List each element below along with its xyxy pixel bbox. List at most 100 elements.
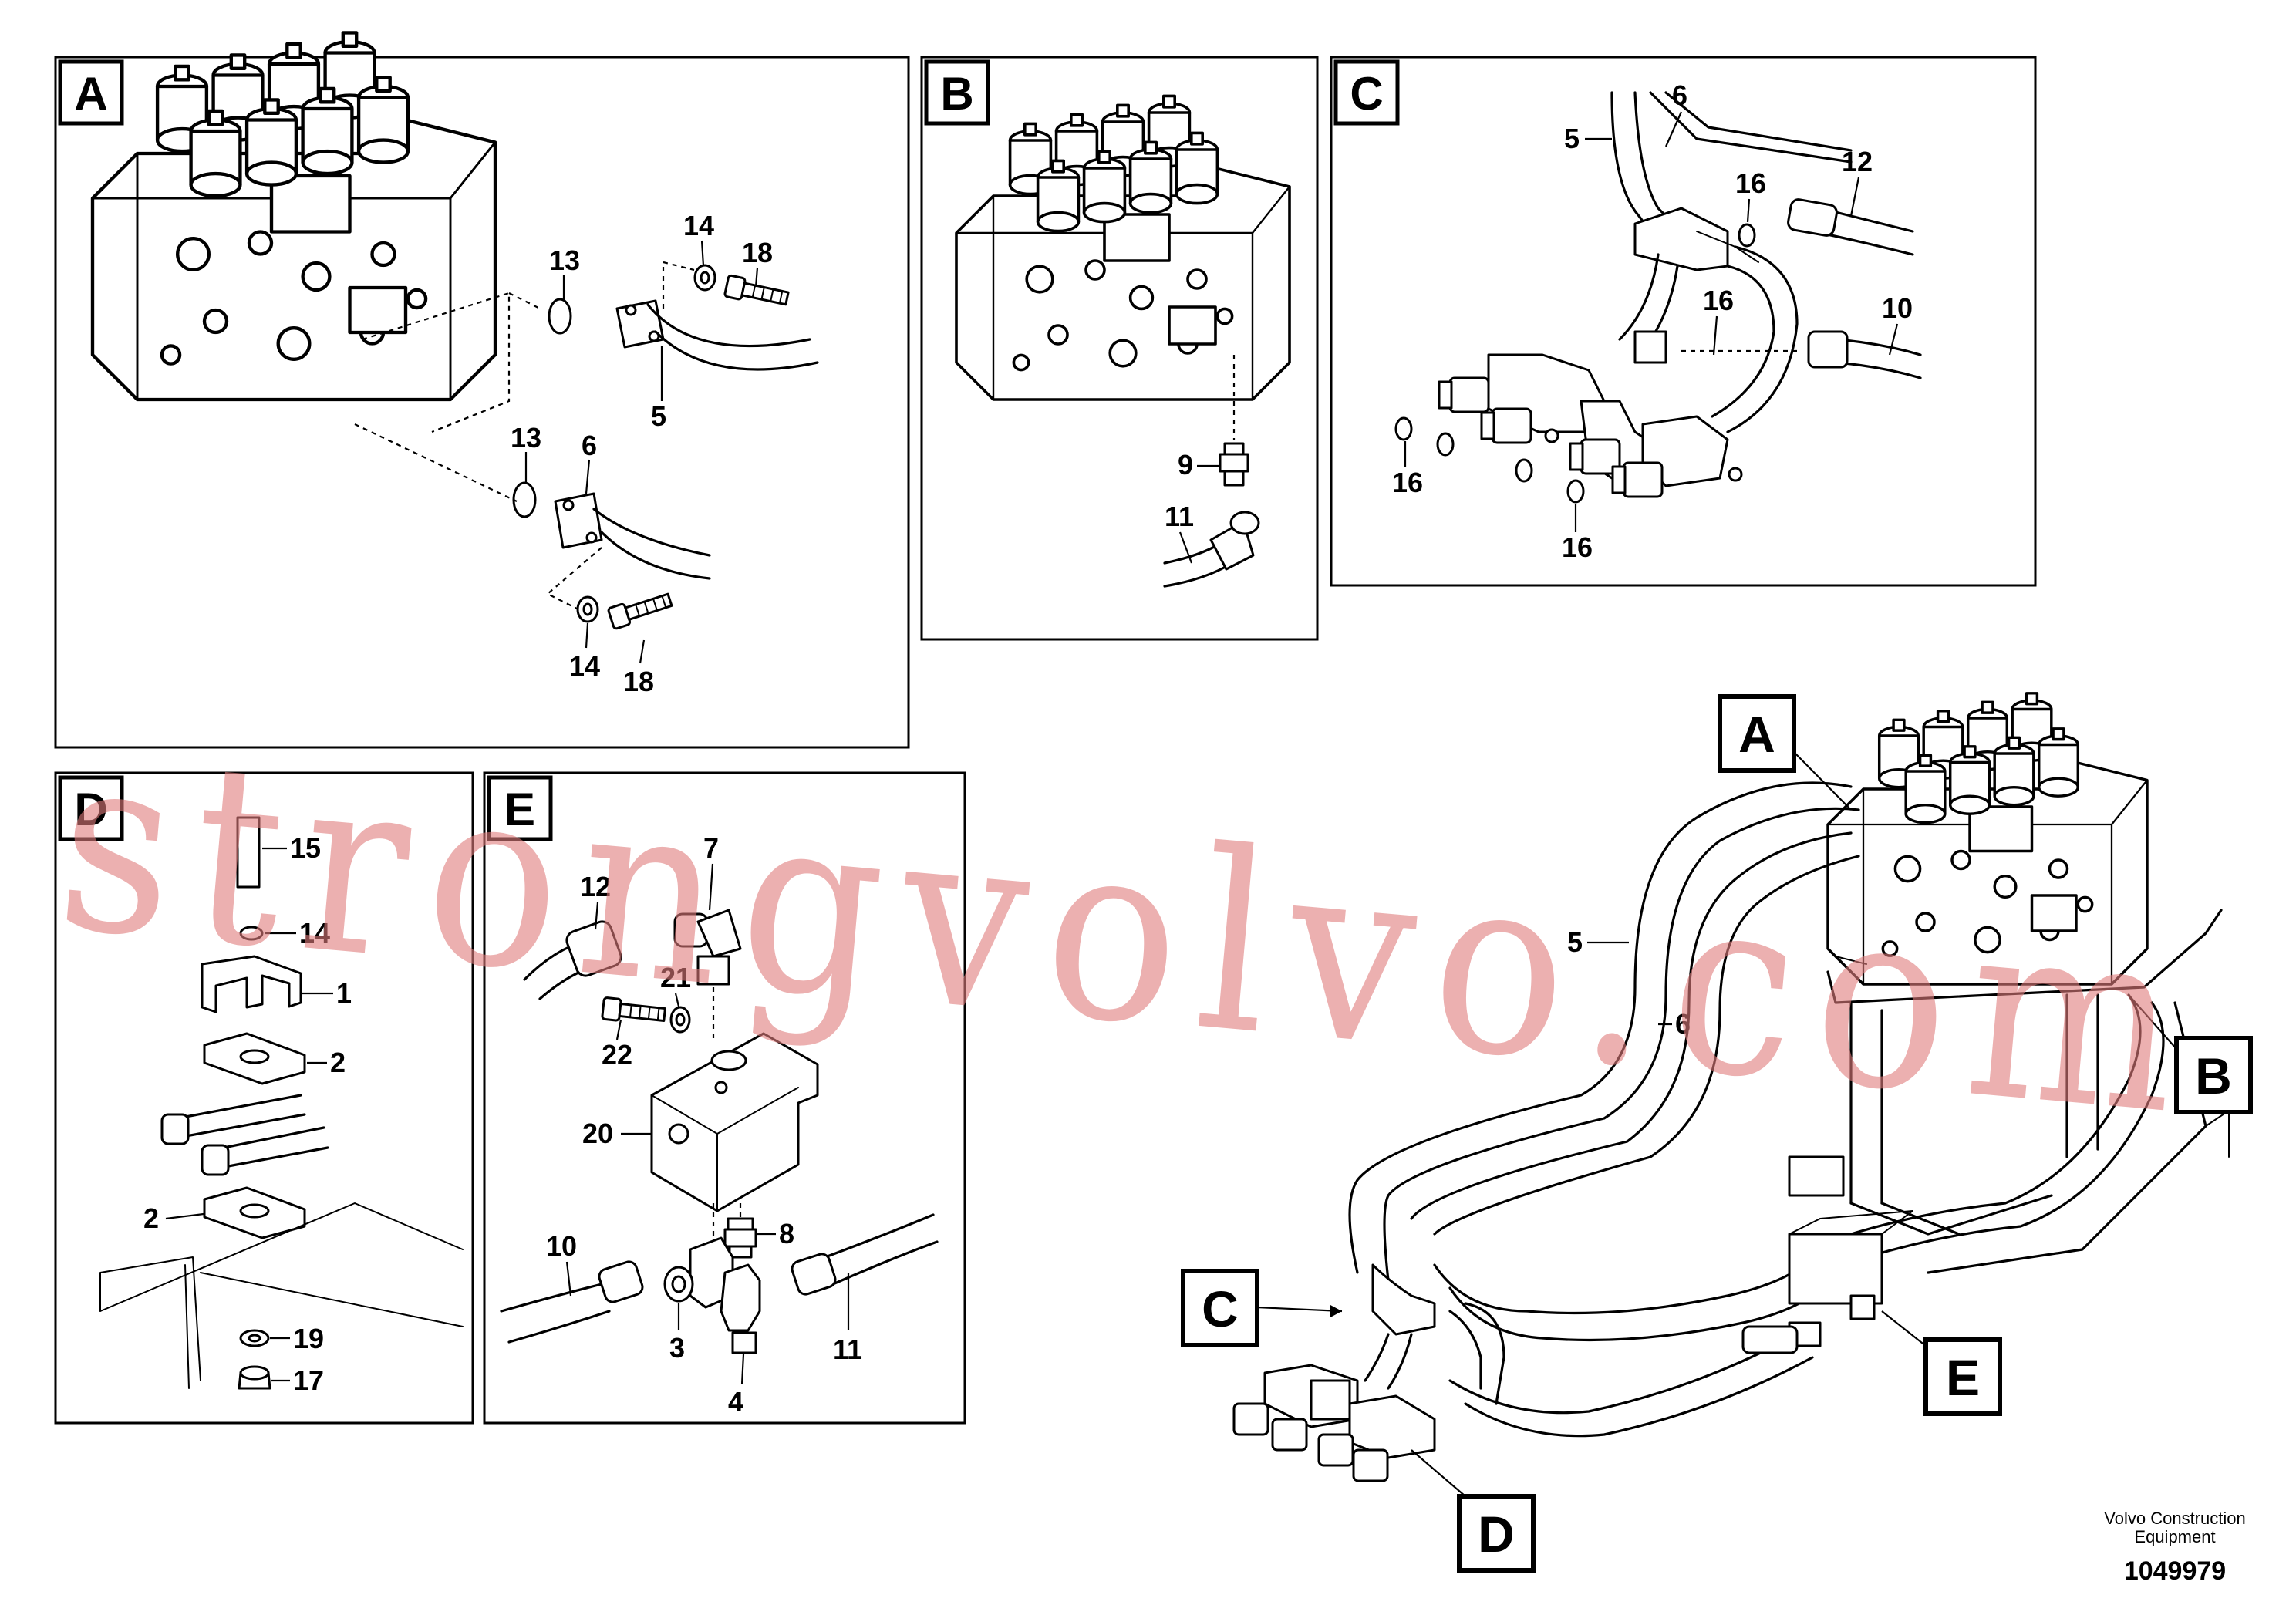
panel-c-label: C bbox=[1350, 68, 1383, 120]
callout-16: 16 bbox=[1703, 285, 1734, 316]
overview-assembly: A B C D E 5 6 bbox=[1181, 692, 2253, 1573]
callout-6: 6 bbox=[582, 430, 597, 461]
clamp-cover-1 bbox=[201, 955, 302, 1013]
callout-22: 22 bbox=[602, 1039, 632, 1071]
panel-d-frame bbox=[54, 771, 474, 1425]
callout-1: 1 bbox=[336, 977, 352, 1009]
hose-10-e bbox=[500, 1260, 644, 1344]
panel-b-frame bbox=[920, 56, 1319, 641]
callout-18: 18 bbox=[742, 237, 773, 268]
callout-15: 15 bbox=[290, 832, 321, 864]
block-20 bbox=[650, 1032, 819, 1212]
callout-21: 21 bbox=[660, 962, 691, 993]
callout-5: 5 bbox=[1564, 123, 1580, 154]
elbow-4 bbox=[720, 1263, 761, 1354]
bolt-18b bbox=[606, 588, 675, 631]
control-valve-drawing-a bbox=[93, 32, 495, 400]
hoses-d bbox=[160, 1094, 329, 1176]
washer-21 bbox=[669, 1006, 691, 1034]
overview-hoses-5-6 bbox=[1348, 781, 1860, 1282]
callout-11: 11 bbox=[833, 1334, 862, 1365]
callout-17: 17 bbox=[293, 1364, 324, 1396]
overview-label-e: E bbox=[1881, 1310, 2002, 1416]
overview-label-c: C bbox=[1181, 1269, 1343, 1347]
adapter-8 bbox=[723, 1217, 757, 1259]
callout-16: 16 bbox=[1562, 531, 1593, 563]
panel-b-callouts: 9 11 bbox=[1165, 449, 1220, 564]
panel-e-frame bbox=[483, 771, 966, 1425]
footer-block: Volvo Construction Equipment 1049979 bbox=[2104, 1509, 2245, 1586]
callout-14: 14 bbox=[569, 650, 600, 682]
hose-11-e bbox=[791, 1213, 939, 1296]
nut-14-d bbox=[239, 926, 264, 941]
panel-e-callouts: 7 12 21 22 20 8 10 3 4 11 bbox=[546, 832, 862, 1418]
clamp-half-2b bbox=[203, 1186, 306, 1239]
panel-a: A bbox=[54, 32, 910, 749]
callout-14: 14 bbox=[683, 210, 714, 241]
o-ring-13b bbox=[512, 481, 537, 518]
overview-callout-5: 5 bbox=[1567, 926, 1583, 958]
o-rings-c bbox=[1394, 223, 1756, 504]
overview-lower-hoses bbox=[1433, 993, 2165, 1438]
panel-a-callouts: 13 14 18 5 13 6 14 18 bbox=[511, 210, 773, 697]
panel-c: C bbox=[1330, 56, 2037, 587]
callout-2: 2 bbox=[143, 1202, 159, 1234]
overview-label-d: D bbox=[1411, 1449, 1536, 1573]
callout-10: 10 bbox=[546, 1230, 577, 1262]
panel-e: E bbox=[483, 771, 966, 1425]
callout-14: 14 bbox=[299, 917, 330, 949]
hose-12-c bbox=[1787, 198, 1914, 256]
callout-8: 8 bbox=[779, 1218, 794, 1249]
callout-10: 10 bbox=[1882, 292, 1913, 324]
panel-e-label: E bbox=[504, 784, 535, 835]
panel-a-frame bbox=[54, 56, 910, 749]
nut-17 bbox=[238, 1365, 271, 1390]
callout-18: 18 bbox=[623, 666, 654, 697]
overview-label-a: A bbox=[1718, 694, 1852, 811]
panel-d-callouts: 15 14 1 2 2 19 17 bbox=[143, 832, 352, 1396]
callout-9: 9 bbox=[1178, 449, 1193, 481]
o-ring-13a bbox=[548, 298, 572, 335]
bracket-15 bbox=[236, 816, 261, 889]
callout-11: 11 bbox=[1165, 501, 1194, 532]
callout-19: 19 bbox=[293, 1323, 324, 1354]
hose-12-e bbox=[523, 920, 622, 1000]
panel-c-frame bbox=[1330, 56, 2037, 587]
overview-label-b: B bbox=[2128, 994, 2253, 1114]
callout-12: 12 bbox=[580, 871, 611, 902]
washer-14b bbox=[576, 595, 599, 623]
callout-20: 20 bbox=[582, 1118, 613, 1149]
flange-hose-6 bbox=[554, 492, 711, 580]
overview-manifold bbox=[1232, 1263, 1505, 1482]
svg-text:A: A bbox=[1738, 706, 1775, 763]
washer-19 bbox=[239, 1329, 270, 1347]
frame-d bbox=[99, 1202, 464, 1389]
callout-2: 2 bbox=[330, 1047, 346, 1078]
callout-13: 13 bbox=[511, 422, 541, 454]
hose-11-b bbox=[1163, 511, 1260, 588]
adapter-9 bbox=[1219, 442, 1249, 487]
callout-3: 3 bbox=[669, 1332, 685, 1364]
panel-d-label: D bbox=[74, 784, 107, 835]
callout-5: 5 bbox=[651, 400, 666, 432]
panel-d: D 15 14 bbox=[54, 771, 474, 1425]
hose-assembly-c bbox=[1438, 91, 1853, 498]
drawing-number: 1049979 bbox=[2124, 1556, 2226, 1586]
overview-callout-6: 6 bbox=[1675, 1008, 1691, 1040]
company-line-1: Volvo Construction bbox=[2104, 1509, 2245, 1528]
callout-6: 6 bbox=[1672, 79, 1687, 111]
panel-a-label: A bbox=[74, 68, 107, 120]
flange-hose-5 bbox=[615, 299, 819, 371]
callout-16: 16 bbox=[1735, 167, 1766, 199]
panel-c-callouts: 6 5 16 12 16 10 16 16 bbox=[1392, 79, 1913, 563]
callout-13: 13 bbox=[549, 244, 580, 276]
hose-10-c bbox=[1807, 330, 1922, 379]
svg-text:B: B bbox=[2195, 1047, 2232, 1104]
elbow-7 bbox=[673, 909, 742, 986]
callout-7: 7 bbox=[703, 832, 719, 864]
company-line-2: Equipment bbox=[2134, 1527, 2215, 1546]
panel-b: B 9 11 bbox=[920, 56, 1319, 641]
svg-text:C: C bbox=[1202, 1280, 1239, 1337]
svg-text:E: E bbox=[1946, 1349, 1980, 1406]
